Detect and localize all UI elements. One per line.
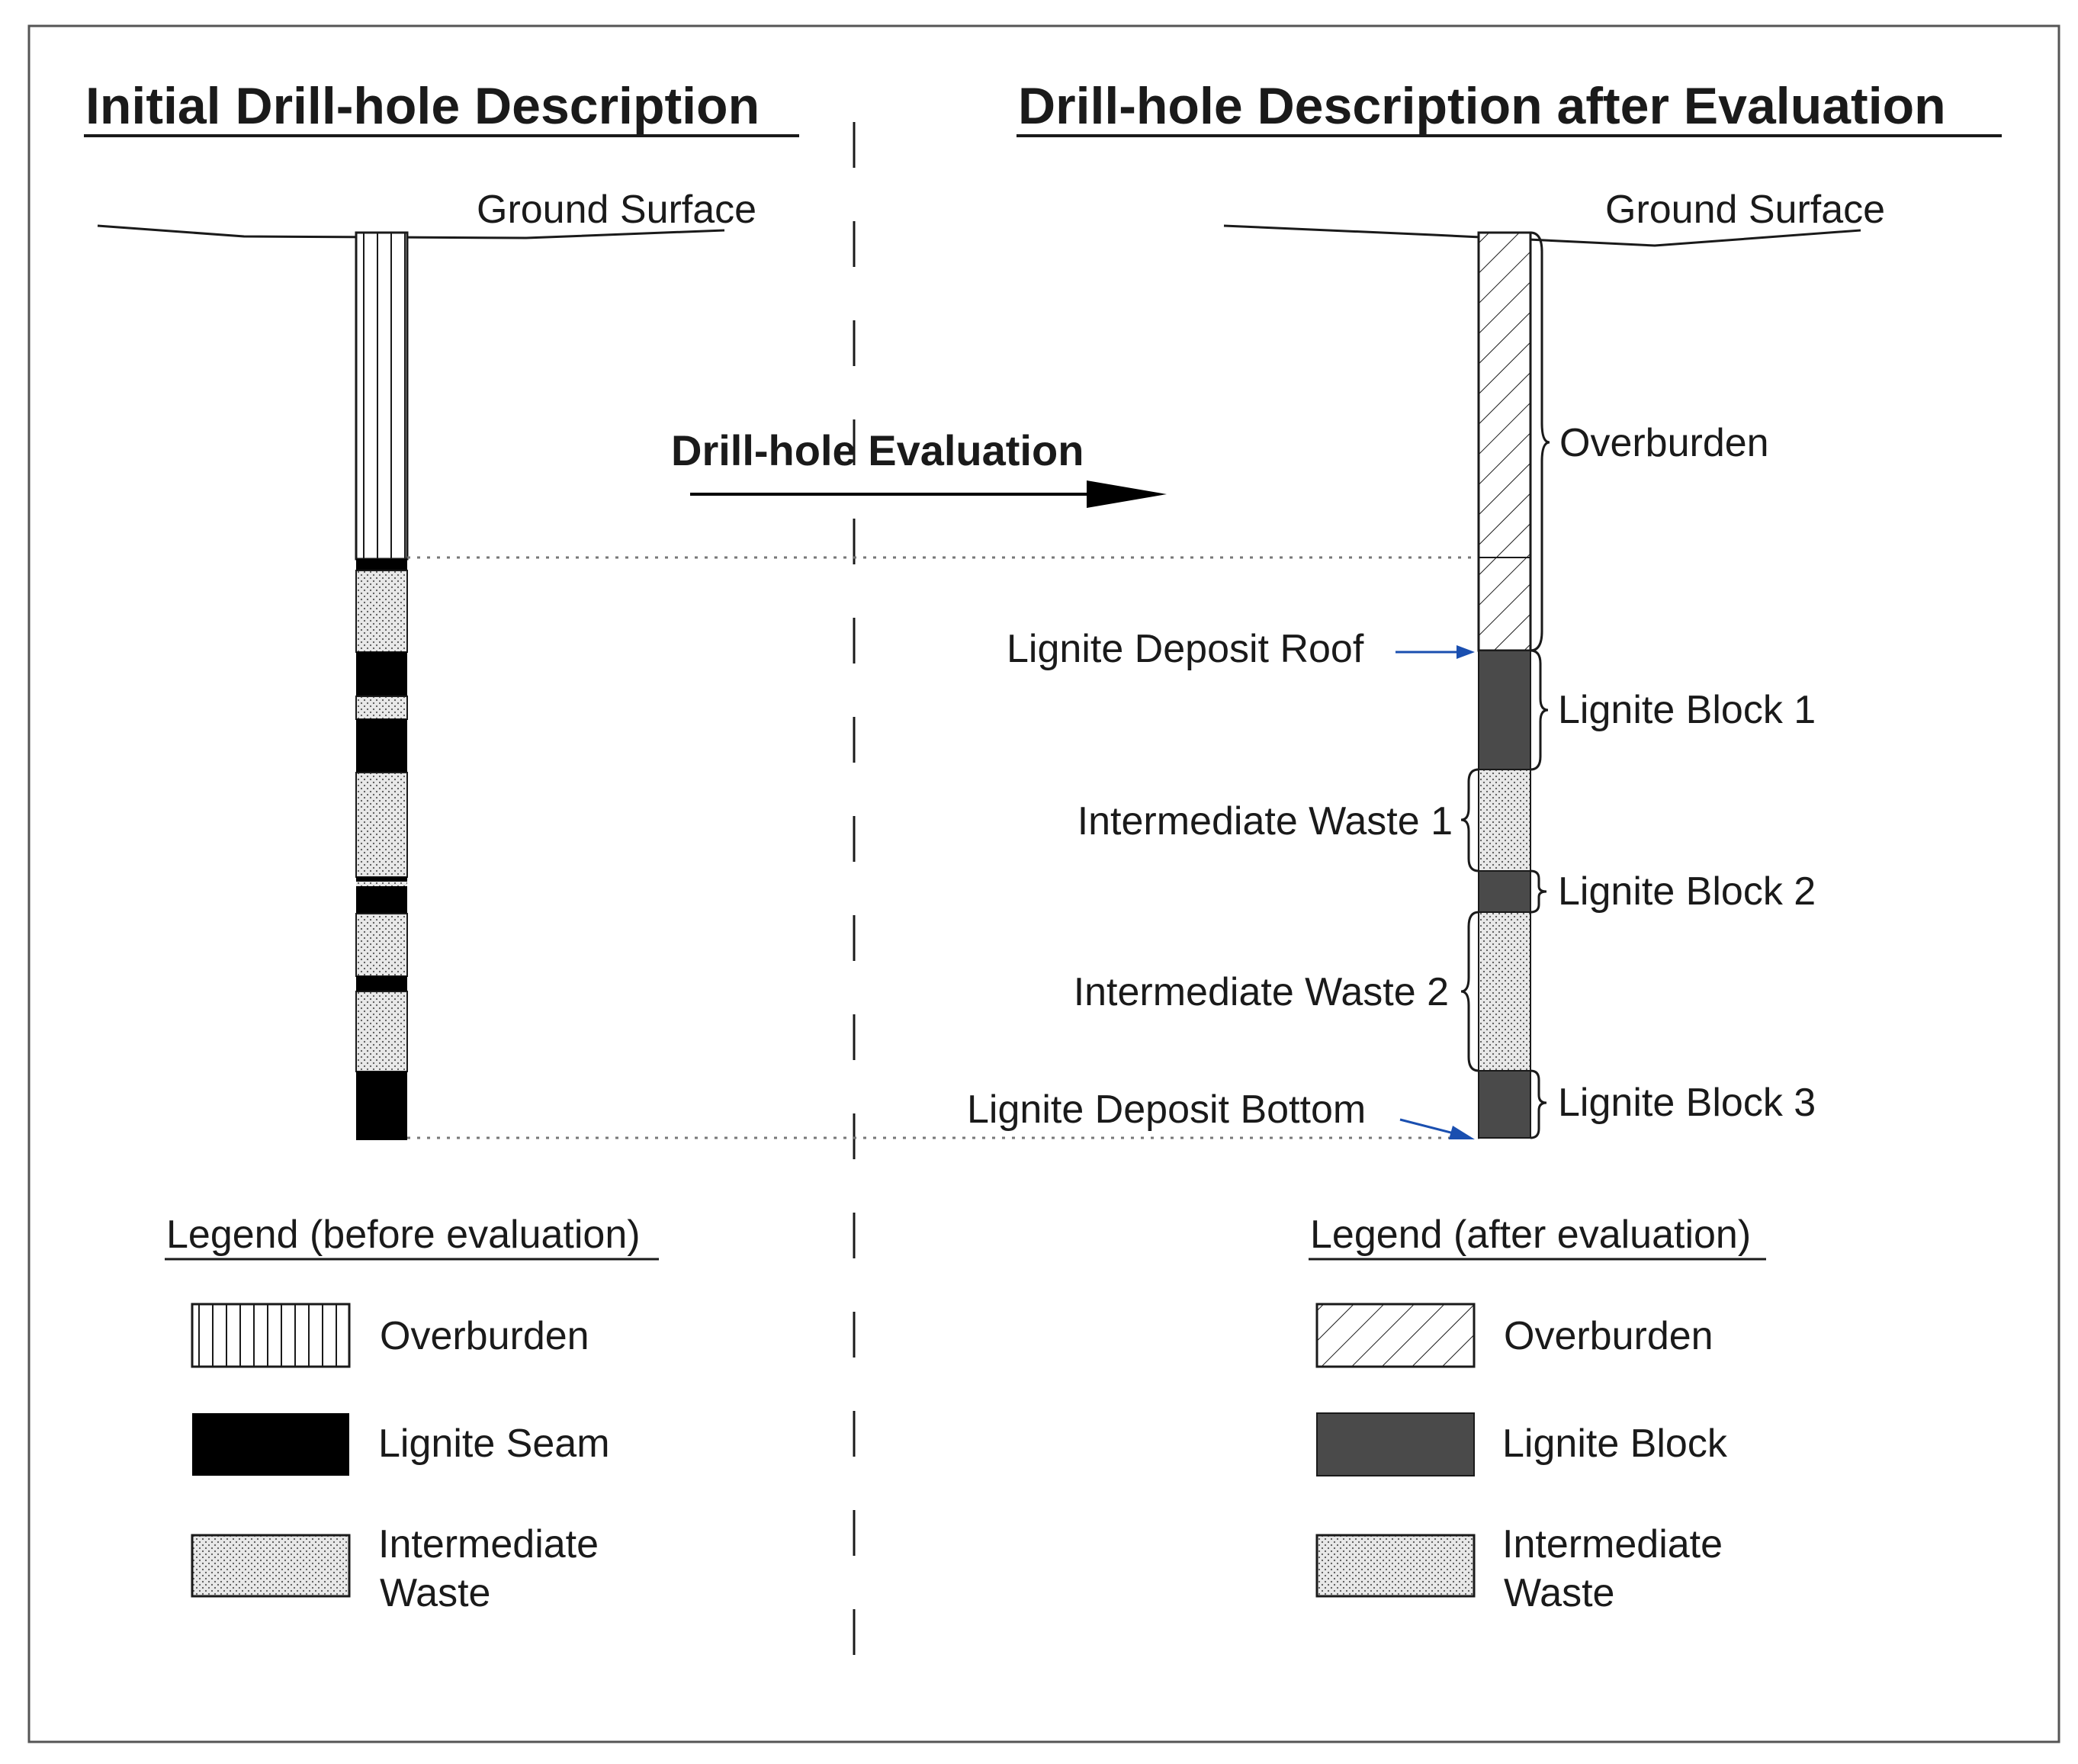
initial-overburden (355, 231, 409, 561)
initial-waste (355, 772, 408, 878)
legend-after-waste-swatch (1315, 1534, 1476, 1598)
figure-frame (27, 24, 2060, 1743)
legend-after-waste-label-line1: Intermediate (1502, 1522, 1723, 1566)
lignite-block-2-label: Lignite Block 2 (1558, 869, 1816, 914)
legend-before-lignite-seam-swatch (192, 1413, 349, 1476)
legend-before-waste-label-line1: Intermediate (378, 1522, 599, 1566)
lignite-block-1-label: Lignite Block 1 (1558, 688, 1816, 732)
deposit-bottom-label: Lignite Deposit Bottom (967, 1088, 1366, 1132)
legend-before: Legend (before evaluation) Overburden Li… (165, 1213, 659, 1615)
legend-before-waste-label-line2: Waste (380, 1571, 490, 1615)
initial-waste (355, 696, 408, 720)
initial-lignite-seam (356, 1072, 407, 1140)
legend-after: Legend (after evaluation) Overburden Lig… (1309, 1213, 1766, 1615)
evaluation-arrow-label: Drill-hole Evaluation (671, 426, 1084, 474)
intermediate-waste-2-label: Intermediate Waste 2 (1074, 970, 1449, 1014)
legend-before-title: Legend (before evaluation) (166, 1213, 641, 1257)
initial-waste (355, 913, 408, 977)
evaluated-overburden (1477, 231, 1532, 652)
initial-lignite-seam (356, 559, 407, 570)
lignite-block-1 (1478, 650, 1531, 770)
legend-before-overburden-swatch (191, 1303, 351, 1368)
initial-lignite-seam (356, 886, 407, 914)
overburden-label: Overburden (1559, 421, 1769, 465)
legend-after-lignite-block-label: Lignite Block (1502, 1422, 1728, 1466)
intermediate-waste-2-brace (1460, 911, 1479, 1072)
legend-before-waste-swatch (191, 1534, 351, 1598)
lignite-block-3 (1478, 1070, 1531, 1139)
initial-lignite-seam (356, 877, 407, 882)
intermediate-waste-1 (1478, 769, 1531, 872)
evaluation-arrow-icon (1087, 480, 1167, 508)
lignite-block-3-label: Lignite Block 3 (1558, 1081, 1816, 1125)
lignite-block-2 (1478, 870, 1531, 913)
right-ground-surface-label: Ground Surface (1605, 188, 1885, 232)
left-title: Initial Drill-hole Description (85, 77, 760, 135)
deposit-bottom-arrow-icon (1449, 1126, 1475, 1139)
legend-after-lignite-block-swatch (1316, 1412, 1475, 1476)
initial-lignite-seam (356, 976, 407, 991)
initial-waste (355, 991, 408, 1072)
right-ground-surface-line (1223, 224, 1861, 247)
legend-after-overburden-swatch (1315, 1303, 1476, 1368)
initial-waste (355, 570, 408, 653)
deposit-roof-arrow-icon (1457, 645, 1475, 659)
left-ground-surface-label: Ground Surface (477, 188, 756, 232)
initial-lignite-seam (356, 652, 407, 696)
lignite-block-3-brace (1530, 1069, 1547, 1139)
evaluated-drill-hole (1477, 231, 1532, 1139)
deposit-roof-label: Lignite Deposit Roof (1007, 627, 1364, 671)
legend-after-overburden-label: Overburden (1504, 1314, 1713, 1358)
legend-after-title: Legend (after evaluation) (1310, 1213, 1751, 1257)
right-title: Drill-hole Description after Evaluation (1018, 77, 1946, 135)
lignite-block-1-brace (1530, 649, 1549, 771)
lignite-block-2-brace (1530, 869, 1547, 914)
legend-after-waste-label-line2: Waste (1504, 1571, 1614, 1615)
intermediate-waste-2 (1478, 911, 1531, 1072)
intermediate-waste-1-label: Intermediate Waste 1 (1078, 799, 1453, 843)
legend-before-overburden-label: Overburden (380, 1314, 589, 1358)
overburden-brace (1530, 231, 1550, 652)
initial-waste (356, 882, 407, 886)
intermediate-waste-1-brace (1460, 768, 1479, 872)
legend-before-lignite-seam-label: Lignite Seam (378, 1422, 610, 1466)
initial-drill-hole (355, 231, 409, 1140)
initial-lignite-seam (356, 719, 407, 773)
